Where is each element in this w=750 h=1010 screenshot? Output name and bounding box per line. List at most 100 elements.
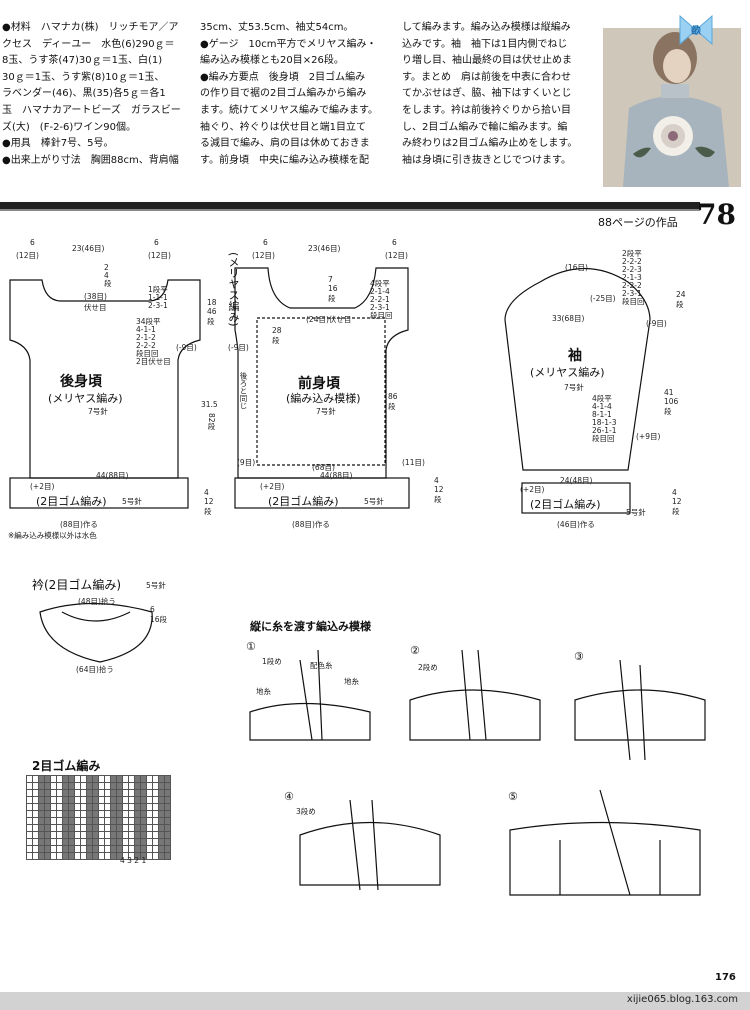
text-line: ●用具 棒針7号、5号。: [2, 138, 114, 150]
sleeve-hem-inc: (+2目): [520, 485, 545, 494]
text-line: ●ゲージ 10cm平方でメリヤス編み・: [200, 38, 377, 50]
text-line: ●編み方要点 後身頃 2目ゴム編み: [200, 71, 366, 83]
work-number: 78: [697, 198, 736, 231]
step-1-note-row: 1段め: [262, 657, 282, 666]
rib-chart-numbers: 4 3 2 1: [120, 856, 147, 865]
back-note: ※編み込み模様以外は水色: [8, 531, 97, 540]
step-1-swatch: [249, 649, 371, 741]
collar-top: (48目)拾う: [78, 597, 116, 606]
steps-title: 縦に糸を渡す編込み模様: [250, 620, 371, 633]
step-4-number: ④: [284, 790, 294, 803]
front-neck-dec: 4段平 2-1-4 2-2-1 2-3-1 段目回: [370, 279, 393, 320]
sleeve-rib-label: (2目ゴム編み): [530, 498, 601, 511]
back-top-right-sub: (12目): [148, 251, 171, 260]
text-line: 袖は身頃に引き抜きとじでつけます。: [402, 154, 571, 166]
instructions-column-2: して編みます。編み込み模様は縦編み込みです。袖 袖下は1目内側でねじり増し目、袖…: [402, 20, 594, 169]
text-line: 込みです。袖 袖下は1目内側でねじ: [402, 38, 568, 50]
back-rib-label: (2目ゴム編み): [36, 495, 107, 508]
text-line: す。まとめ 肩は前後を中表に合わせ: [402, 71, 571, 83]
front-rib-needle: 5号針: [364, 497, 384, 506]
sleeve-subtitle: (メリヤス編み): [530, 366, 605, 379]
sleeve-cap-width: (-25目): [590, 294, 616, 303]
rib-chart-row: [26, 831, 171, 839]
rib-chart-row: [26, 810, 171, 818]
text-line: の作り目で裾の2目ゴム編みから編み: [200, 88, 367, 100]
rib-chart-row: [26, 838, 171, 846]
front-top-center: 23(46目): [308, 244, 341, 253]
step-5-number: ⑤: [508, 790, 518, 803]
back-side-dec: (-9目): [176, 343, 197, 352]
front-side-label: (メリヤス編み): [227, 252, 240, 327]
text-line: して編みます。編み込み模様は縦編み: [402, 22, 571, 33]
step-4-note-row: 3段め: [296, 807, 316, 816]
text-line: ズ(大) (F-2-6)ワイン90個。: [2, 121, 137, 133]
back-rows-total: 82段: [207, 413, 216, 431]
rib-chart-row: [26, 775, 171, 783]
collar-outline: [39, 602, 153, 663]
text-line: る減目で編み、肩の目は休めておきま: [200, 138, 370, 150]
rib-chart-cell: [164, 810, 171, 818]
sleeve-hem-count: 24(48目): [560, 476, 593, 485]
section-rule: [0, 202, 700, 209]
step-1-note-ground-2: 地糸: [344, 677, 359, 686]
back-hem-inc: (+2目): [30, 482, 55, 491]
step-1-note-color: 配色糸: [310, 661, 333, 670]
front-hem-count: 44(88目): [320, 471, 353, 480]
sleeve-cap-side: (-9目): [646, 319, 667, 328]
logo-icon: 畝: [676, 10, 716, 50]
back-neck-dec: (38目) 伏せ目: [84, 292, 107, 312]
rib-chart-row: [26, 782, 171, 790]
rib-chart-cell: [164, 817, 171, 825]
rib-chart-cell: [164, 775, 171, 783]
step-1-number: ①: [246, 640, 256, 653]
sleeve-cap-height: 24 段: [676, 290, 686, 309]
sleeve-top: (16目): [565, 263, 588, 272]
rib-chart-cell: [164, 782, 171, 790]
sleeve-length: 41 106 段: [664, 388, 679, 416]
rib-chart-cell: [164, 796, 171, 804]
rib-chart-grid: [26, 775, 171, 860]
front-needle: 7号針: [316, 407, 336, 416]
step-2-number: ②: [410, 644, 420, 657]
sleeve-cap-dec: 2段平 2-2-2 2-2-3 2-1-3 2-2-2 2-3-1 段目回: [622, 249, 645, 306]
logo-text: 畝: [691, 24, 701, 37]
sleeve-width: 33(68目): [552, 314, 585, 323]
front-top-right-sub: (12目): [385, 251, 408, 260]
back-rib-height: 4 12 段: [204, 488, 214, 516]
text-line: ます。続けてメリヤス編みで編みます。: [200, 104, 378, 116]
text-line: 玉 ハマナカアートビーズ ガラスビー: [2, 104, 181, 116]
step-5-swatch: [509, 789, 701, 896]
text-line: クセス ディーユー 水色(6)290ｇ＝: [2, 38, 175, 50]
step-2-note-row: 2段め: [418, 663, 438, 672]
text-line: 30ｇ＝1玉、うす紫(8)10ｇ＝1玉、: [2, 71, 165, 83]
front-pattern-left: (9目): [237, 458, 256, 467]
step-1-note-ground: 地糸: [256, 687, 271, 696]
front-side-dec: (-9目): [228, 343, 249, 352]
text-line: 袖ぐり、衿ぐりは伏せ目と端1目立て: [200, 121, 366, 133]
text-line: ●材料 ハマナカ(株) リッチモア／ア: [2, 22, 179, 33]
step-4-swatch: [299, 799, 441, 891]
rib-chart-cell: [164, 824, 171, 832]
back-armhole: 18 46 段: [207, 298, 217, 326]
front-neck-height: 7 16 段: [328, 275, 338, 303]
front-side-note: 後ろと同じ: [239, 372, 248, 410]
sleeve-inc: 4段平 4-1-4 8-1-1 18-1-3 26-1-1 段目回: [592, 394, 617, 443]
sweater-photo: [603, 28, 741, 187]
rib-chart-cell: [164, 789, 171, 797]
front-body-outline: [234, 267, 409, 479]
materials-column: ●材料 ハマナカ(株) リッチモア／アクセス ディーユー 水色(6)290ｇ＝8…: [2, 20, 194, 169]
sleeve-rib-height: 4 12 段: [672, 488, 682, 516]
front-top-left: 6: [263, 238, 268, 247]
front-inner-height: 28 段: [272, 326, 282, 345]
back-dec-rows: 1段平 1-1-1 2-3-1: [148, 285, 168, 310]
front-rib-outline: [234, 477, 410, 509]
back-height: 31.5: [201, 400, 218, 409]
collar-needle: 5号針: [146, 581, 166, 590]
back-top-left-sub: (12目): [16, 251, 39, 260]
back-top-right: 6: [154, 238, 159, 247]
collar-title: 衿(2目ゴム編み): [32, 578, 121, 592]
rib-chart-row: [26, 852, 171, 860]
front-neck-center: (24目)伏せ目: [306, 315, 352, 324]
rib-chart-cell: [164, 831, 171, 839]
